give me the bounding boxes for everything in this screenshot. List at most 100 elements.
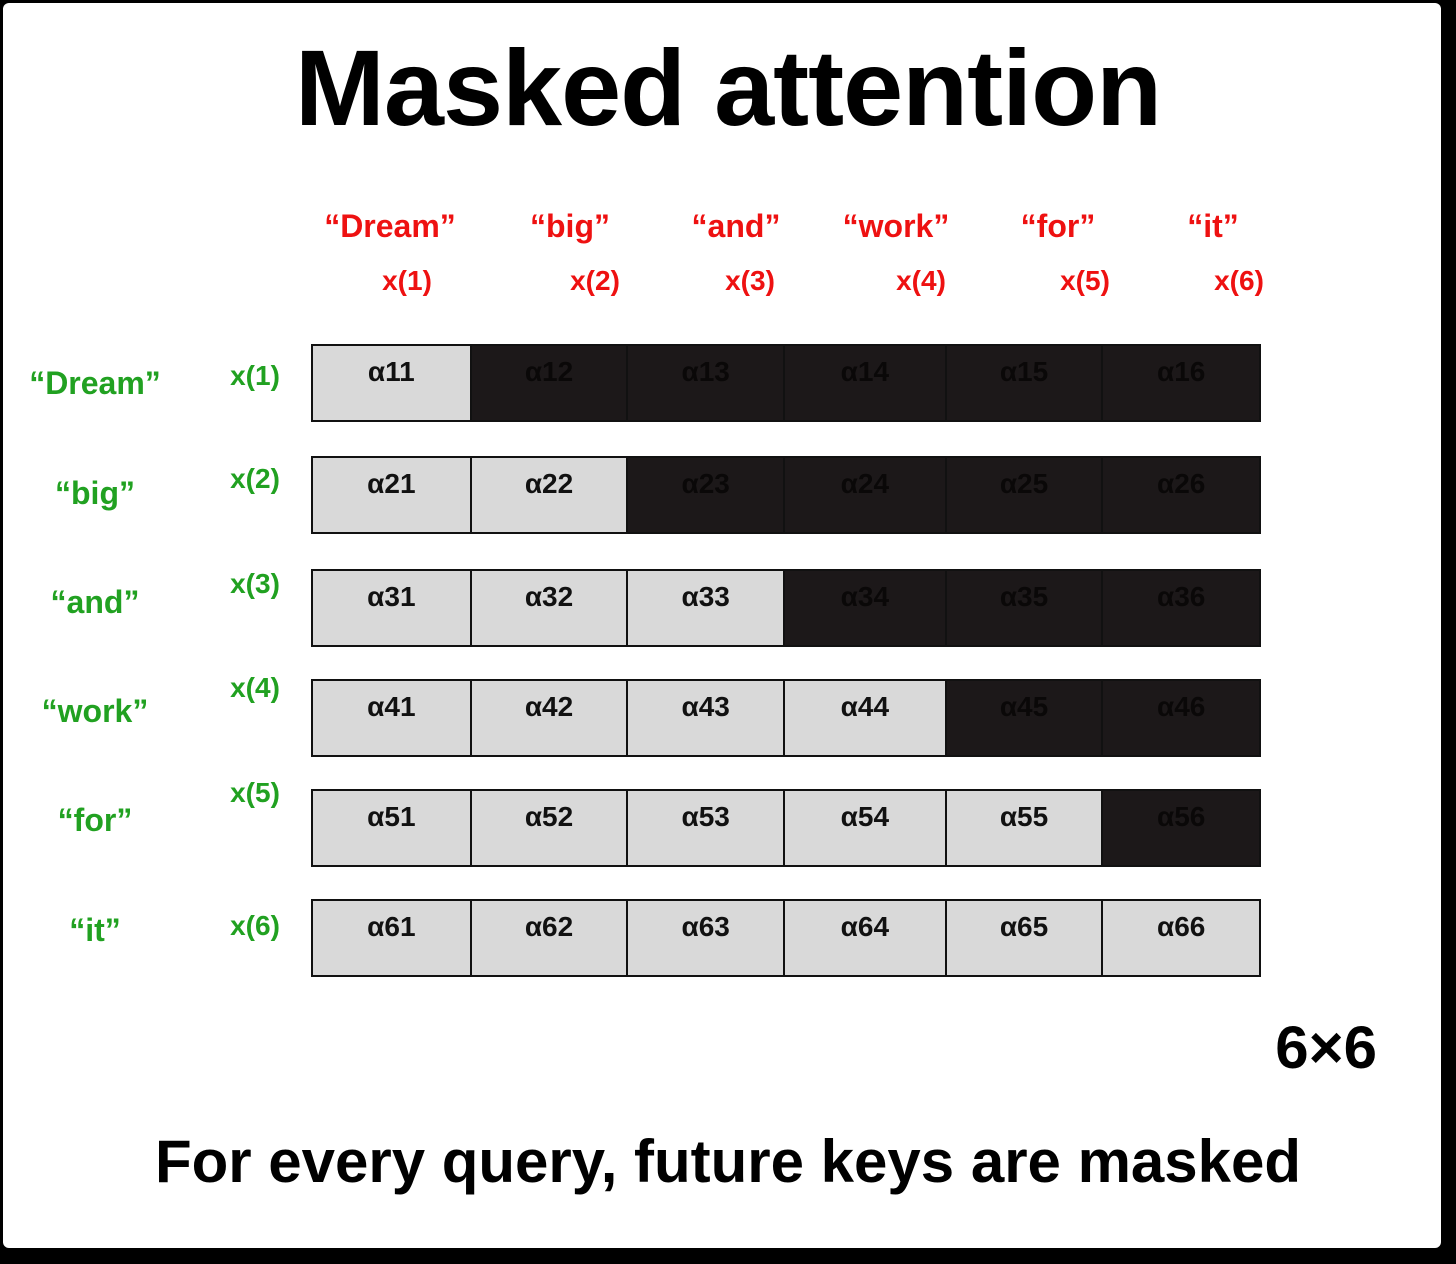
attention-row: α41 α42 α43 α44 α45 α46	[311, 679, 1261, 757]
query-word-label: “for”	[57, 802, 133, 838]
key-vector-label: x(2)	[570, 265, 620, 296]
attention-weight-cell: α53	[626, 791, 784, 865]
attention-weight-label: α36	[1157, 581, 1206, 612]
attention-weight-cell: α44	[783, 681, 945, 755]
masked-attention-cell: α16	[1101, 346, 1260, 420]
attention-weight-label: α42	[524, 691, 574, 722]
masked-attention-cell: α46	[1101, 681, 1260, 755]
attention-weight-label: α23	[681, 468, 730, 499]
key-word-label: “big”	[530, 208, 610, 244]
query-word-label: “Dream”	[29, 365, 161, 401]
key-word-label: “Dream”	[324, 208, 456, 244]
attention-weight-label: α31	[367, 581, 416, 612]
masked-attention-cell: α36	[1101, 571, 1260, 645]
attention-weight-label: α11	[367, 356, 415, 387]
attention-weight-cell: α41	[313, 681, 470, 755]
query-vector-label: x(4)	[230, 672, 280, 703]
attention-weight-label: α55	[999, 801, 1049, 832]
masked-attention-cell: α15	[944, 346, 1102, 420]
attention-weight-cell: α11	[313, 346, 470, 420]
attention-weight-label: α21	[367, 468, 416, 499]
attention-weight-cell: α52	[469, 791, 627, 865]
attention-row: α31 α32 α33 α34 α35 α36	[311, 569, 1261, 647]
query-word-label: “and”	[50, 584, 140, 620]
attention-weight-cell: α42	[469, 681, 627, 755]
attention-weight-label: α41	[367, 691, 416, 722]
masked-attention-cell: α25	[944, 458, 1102, 532]
key-word-label: “work”	[842, 208, 950, 244]
attention-weight-label: α66	[1157, 911, 1206, 942]
key-word-label: “and”	[691, 208, 781, 244]
attention-weight-label: α33	[681, 581, 730, 612]
attention-weight-label: α14	[840, 356, 890, 387]
attention-weight-label: α16	[1157, 356, 1206, 387]
attention-weight-label: α54	[840, 801, 890, 832]
attention-weight-label: α26	[1157, 468, 1206, 499]
attention-weight-label: α64	[840, 911, 890, 942]
attention-weight-cell: α21	[313, 458, 470, 532]
attention-weight-cell: α51	[313, 791, 470, 865]
attention-weight-label: α56	[1157, 801, 1206, 832]
key-vector-label: x(5)	[1060, 265, 1110, 296]
query-vector-label: x(2)	[230, 463, 280, 494]
attention-weight-cell: α22	[469, 458, 627, 532]
key-word-label: “it”	[1187, 208, 1239, 244]
masked-attention-cell: α13	[626, 346, 784, 420]
masked-attention-cell: α14	[783, 346, 945, 420]
matrix-dimensions: 6×6	[1275, 1014, 1377, 1081]
attention-row: α51 α52 α53 α54 α55 α56	[311, 789, 1261, 867]
key-vector-label: x(1)	[382, 265, 432, 296]
attention-row: α11 α12 α13 α14 α15 α16	[311, 344, 1261, 422]
diagram-caption: For every query, future keys are masked	[154, 1128, 1302, 1195]
attention-weight-label: α13	[681, 356, 730, 387]
attention-weight-label: α32	[524, 581, 574, 612]
attention-weight-cell: α31	[313, 571, 470, 645]
attention-weight-cell: α65	[944, 901, 1102, 975]
attention-weight-cell: α43	[626, 681, 784, 755]
masked-attention-cell: α26	[1101, 458, 1260, 532]
query-vector-label: x(5)	[230, 777, 280, 808]
attention-weight-label: α44	[840, 691, 890, 722]
query-vector-label: x(1)	[230, 360, 280, 391]
attention-row: α61 α62 α63 α64 α65 α66	[311, 899, 1261, 977]
attention-weight-label: α52	[524, 801, 574, 832]
attention-weight-label: α46	[1157, 691, 1206, 722]
query-vector-label: x(3)	[230, 568, 280, 599]
diagram-title: Masked attention	[294, 27, 1162, 148]
attention-weight-cell: α55	[944, 791, 1102, 865]
query-word-label: “work”	[41, 693, 149, 729]
diagram-card: Masked attention “Dream” x(1) “big” x(2) “an…	[3, 3, 1441, 1248]
attention-weight-label: α51	[367, 801, 416, 832]
key-vector-label: x(6)	[1214, 265, 1264, 296]
key-vector-label: x(3)	[725, 265, 775, 296]
masked-attention-cell: α56	[1101, 791, 1260, 865]
attention-weight-label: α53	[681, 801, 730, 832]
attention-weight-label: α34	[840, 581, 890, 612]
query-vector-label: x(6)	[230, 910, 280, 941]
query-word-label: “big”	[55, 475, 135, 511]
attention-weight-label: α43	[681, 691, 730, 722]
masked-attention-cell: α24	[783, 458, 945, 532]
attention-weight-cell: α61	[313, 901, 470, 975]
attention-weight-cell: α32	[469, 571, 627, 645]
attention-weight-cell: α66	[1101, 901, 1260, 975]
masked-attention-cell: α35	[944, 571, 1102, 645]
masked-attention-cell: α12	[469, 346, 627, 420]
key-vector-label: x(4)	[896, 265, 946, 296]
attention-weight-label: α12	[524, 356, 574, 387]
attention-weight-label: α65	[999, 911, 1049, 942]
masked-attention-cell: α34	[783, 571, 945, 645]
attention-row: α21 α22 α23 α24 α25 α26	[311, 456, 1261, 534]
attention-weight-label: α61	[367, 911, 416, 942]
attention-weight-label: α22	[524, 468, 574, 499]
attention-weight-label: α62	[524, 911, 574, 942]
attention-weight-cell: α54	[783, 791, 945, 865]
attention-weight-cell: α63	[626, 901, 784, 975]
attention-weight-label: α25	[999, 468, 1049, 499]
attention-weight-cell: α62	[469, 901, 627, 975]
attention-weight-cell: α64	[783, 901, 945, 975]
attention-weight-cell: α33	[626, 571, 784, 645]
masked-attention-cell: α45	[944, 681, 1102, 755]
attention-weight-label: α63	[681, 911, 730, 942]
attention-weight-label: α15	[999, 356, 1049, 387]
